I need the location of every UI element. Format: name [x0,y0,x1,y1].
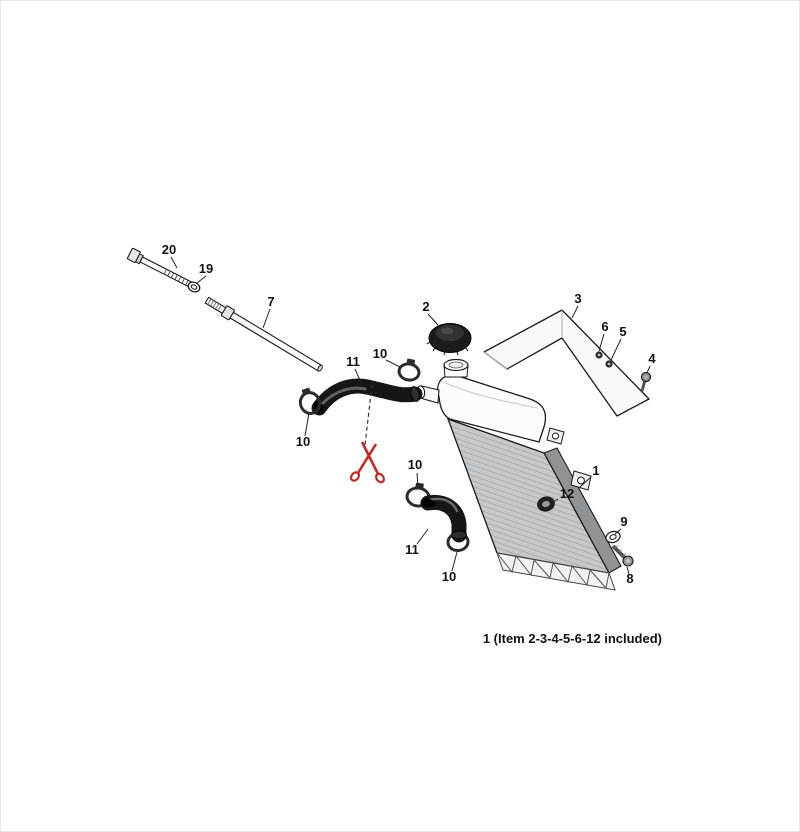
part-label-12: 12 [560,486,574,501]
tube-7 [204,296,323,372]
bolt-8 [611,544,634,567]
bolt-20 [126,247,194,289]
part-label-3: 3 [574,291,581,306]
scissors-cut-icon [349,441,385,484]
washer-19 [187,281,201,293]
part-label-8: 8 [626,571,633,586]
part-label-10-left: 10 [296,434,310,449]
damper-5 [605,360,613,368]
cut-line [364,384,373,446]
part-label-5: 5 [619,324,626,339]
hose-upper-11 [311,378,423,416]
radiator-tank [437,374,547,443]
part-label-2: 2 [422,299,429,314]
part-label-7: 7 [267,294,274,309]
damper-6 [595,351,603,359]
part-label-4: 4 [648,351,656,366]
part-label-1: 1 [592,463,599,478]
bolt-4 [640,371,652,392]
washer-9 [605,530,621,544]
hose-elbow-11 [420,494,467,543]
bracket-3 [483,309,650,417]
part-label-9: 9 [620,514,627,529]
leader-lines [170,256,651,575]
radiator-fins [496,552,610,590]
clamp-10-upper [397,358,421,382]
radiator-cap-2 [426,323,472,356]
clamp-10-left [298,387,322,415]
part-label-20: 20 [162,242,176,257]
part-label-11-lower: 11 [405,542,419,557]
filler-neck [443,358,469,378]
mounting-tab-lower [570,470,592,491]
part-label-6: 6 [601,319,608,334]
mounting-tab-upper [546,427,565,445]
radiator-1 [416,358,622,591]
part-label-10-lower: 10 [442,569,456,584]
grommet-12 [537,496,555,512]
part-label-11-upper: 11 [346,354,360,369]
part-label-10-upper: 10 [373,346,387,361]
part-label-19: 19 [199,261,213,276]
footnote: 1 (Item 2-3-4-5-6-12 included) [483,631,662,646]
part-label-10-middle: 10 [408,457,422,472]
